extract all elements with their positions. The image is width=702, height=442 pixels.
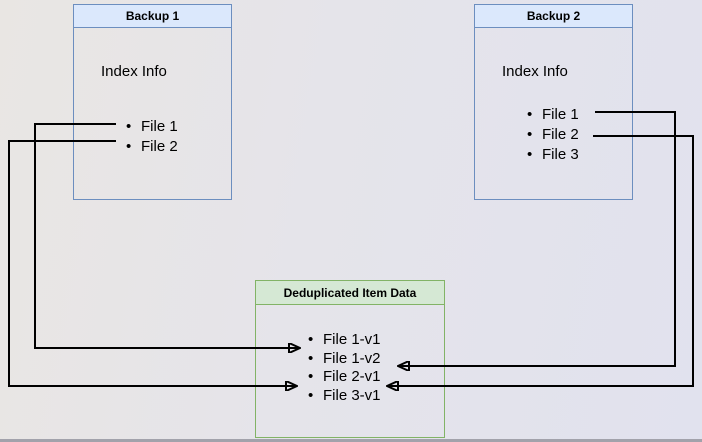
backup2-box: Backup 2 Index Info File 1 File 2 File 3	[474, 4, 633, 200]
backup1-file-list: File 1 File 2	[126, 116, 178, 156]
backup2-file-item: File 1	[527, 104, 579, 124]
backup1-box: Backup 1 Index Info File 1 File 2	[73, 4, 232, 200]
backup1-file-item: File 1	[126, 116, 178, 136]
backup2-title: Backup 2	[475, 5, 632, 28]
dedup-file-item: File 2-v1	[308, 367, 381, 386]
backup1-index-info-label: Index Info	[101, 63, 167, 80]
dedup-file-item: File 1-v1	[308, 330, 381, 349]
window-bottom-edge	[0, 439, 702, 442]
backup2-file-item: File 3	[527, 144, 579, 164]
backup1-title: Backup 1	[74, 5, 231, 28]
backup2-file-list: File 1 File 2 File 3	[527, 104, 579, 164]
dedup-file-item: File 1-v2	[308, 349, 381, 368]
dedup-box: Deduplicated Item Data File 1-v1 File 1-…	[255, 280, 445, 438]
backup1-file-item: File 2	[126, 136, 178, 156]
dedup-title: Deduplicated Item Data	[256, 281, 444, 305]
dedup-file-list: File 1-v1 File 1-v2 File 2-v1 File 3-v1	[308, 330, 381, 405]
dedup-file-item: File 3-v1	[308, 386, 381, 405]
backup2-file-item: File 2	[527, 124, 579, 144]
backup2-index-info-label: Index Info	[502, 63, 568, 80]
